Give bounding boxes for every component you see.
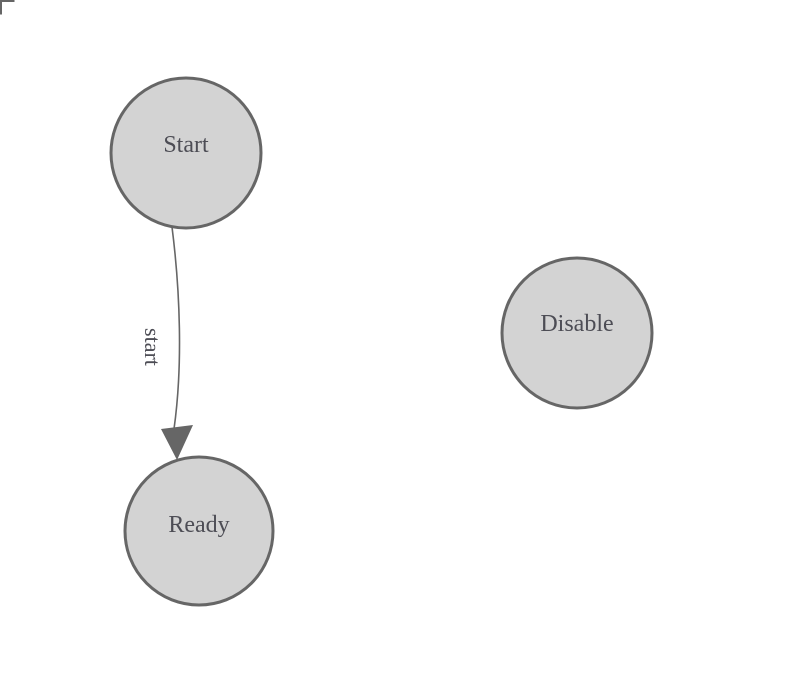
canvas-corner-mark (0, 0, 15, 15)
node-start-circle[interactable] (109, 76, 263, 230)
node-start-label: Start (163, 132, 209, 158)
node-disable-circle[interactable] (500, 256, 654, 410)
node-ready-circle[interactable] (123, 455, 275, 607)
edge-start-to-ready-label: start (140, 328, 165, 366)
node-ready-label: Ready (168, 512, 229, 538)
edge-start-to-ready[interactable]: start (140, 226, 193, 460)
node-disable[interactable]: Disable (500, 256, 654, 410)
node-ready[interactable]: Ready (123, 455, 275, 607)
node-disable-label: Disable (540, 311, 613, 337)
edge-start-to-ready-line[interactable] (171, 226, 181, 430)
edge-start-to-ready-arrowhead-icon (161, 425, 193, 460)
node-start[interactable]: Start (109, 76, 263, 230)
